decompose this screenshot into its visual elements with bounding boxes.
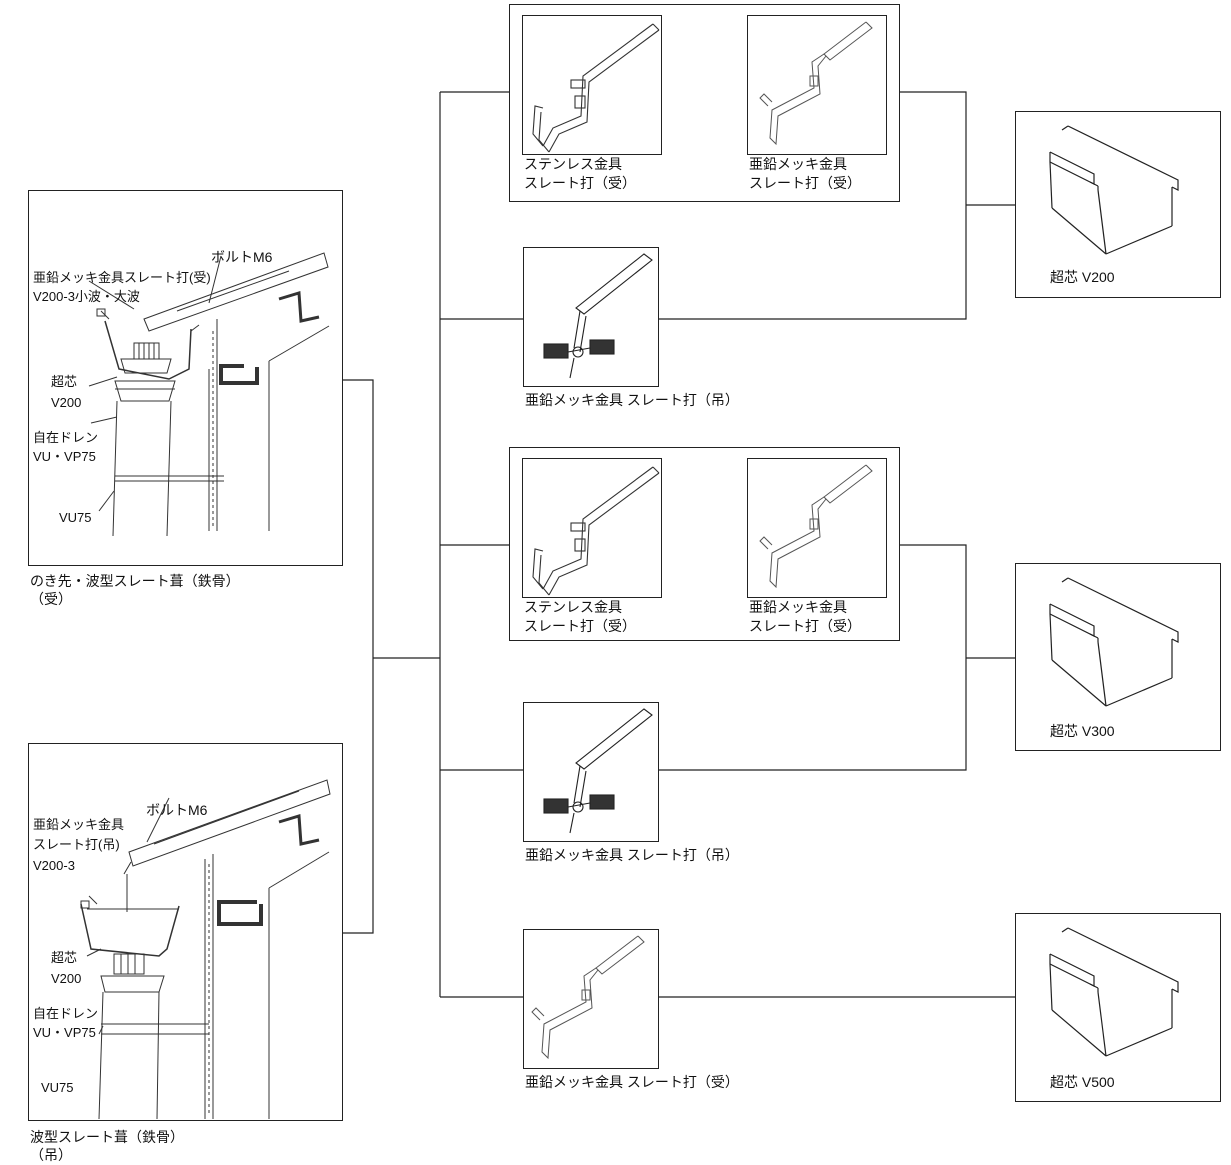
hang-bracket-icon [524, 703, 658, 841]
zinc-hang-label-2: 亜鉛メッキ金具 スレート打（吊） [525, 846, 739, 865]
install-diagram-receive: ボルトM6 亜鉛メッキ金具スレート打(受) V200-3小波・大波 超芯 V20… [28, 190, 343, 566]
zinc-receive-label-line2: スレート打（受） [749, 617, 861, 636]
gutter-label: 超芯 V500 [1050, 1073, 1115, 1092]
stainless-receive-bracket-image [522, 15, 662, 155]
zinc-bracket-icon [748, 459, 886, 597]
bracket-callout-line1: 亜鉛メッキ金具 [33, 816, 124, 833]
gutter-callout-line1: 超芯 [51, 373, 77, 390]
gutter-v200: 超芯 V200 [1015, 111, 1221, 298]
drain-callout-line2: VU・VP75 [33, 1024, 96, 1041]
stainless-bracket-icon [523, 459, 661, 597]
gutter-label: 超芯 V200 [1050, 268, 1115, 287]
stainless-receive-label-line1: ステンレス金具 [524, 155, 622, 174]
zinc-receive-single-label: 亜鉛メッキ金具 スレート打（受） [525, 1073, 739, 1092]
stainless-bracket-icon [523, 16, 661, 154]
bracket-group-receive-1: ステンレス金具 スレート打（受） 亜鉛メッキ金具 スレート打（受） [509, 4, 900, 202]
zinc-receive-label-line1: 亜鉛メッキ金具 [749, 155, 847, 174]
bracket-callout-line2: V200-3小波・大波 [33, 288, 140, 305]
install-receive-caption-line2: （受） [30, 590, 72, 609]
install-hang-drawing [29, 744, 342, 1120]
drain-callout-line1: 自在ドレン [33, 1005, 98, 1022]
stainless-receive-bracket-image [522, 458, 662, 598]
drain-callout-line2: VU・VP75 [33, 448, 96, 465]
zinc-receive-bracket-image [747, 15, 887, 155]
bolt-callout: ボルトM6 [146, 802, 207, 819]
bracket-group-receive-2: ステンレス金具 スレート打（受） 亜鉛メッキ金具 スレート打（受） [509, 447, 900, 641]
bracket-callout-line3: V200-3 [33, 857, 75, 874]
zinc-receive-bracket-image [747, 458, 887, 598]
bolt-callout: ボルトM6 [211, 249, 272, 266]
pipe-callout: VU75 [41, 1079, 74, 1096]
zinc-bracket-icon [524, 930, 658, 1068]
stainless-receive-label-line1: ステンレス金具 [524, 598, 622, 617]
gutter-callout-line1: 超芯 [51, 949, 77, 966]
gutter-callout-line2: V200 [51, 970, 81, 987]
gutter-v300: 超芯 V300 [1015, 563, 1221, 751]
bracket-callout-line2: スレート打(吊) [33, 836, 120, 853]
zinc-bracket-icon [748, 16, 886, 154]
pipe-callout: VU75 [59, 509, 92, 526]
gutter-label: 超芯 V300 [1050, 722, 1115, 741]
zinc-receive-label-line1: 亜鉛メッキ金具 [749, 598, 847, 617]
zinc-hang-bracket-image-1 [523, 247, 659, 387]
bracket-callout-line1: 亜鉛メッキ金具スレート打(受) [33, 269, 211, 286]
gutter-icon [1016, 112, 1220, 297]
install-diagram-hang: ボルトM6 亜鉛メッキ金具 スレート打(吊) V200-3 超芯 V200 自在… [28, 743, 343, 1121]
gutter-icon [1016, 564, 1220, 750]
zinc-hang-bracket-image-2 [523, 702, 659, 842]
drain-callout-line1: 自在ドレン [33, 429, 98, 446]
stainless-receive-label-line2: スレート打（受） [524, 617, 636, 636]
install-receive-caption-line1: のき先・波型スレート葺（鉄骨） [30, 572, 240, 591]
stainless-receive-label-line2: スレート打（受） [524, 174, 636, 193]
gutter-icon [1016, 914, 1220, 1101]
gutter-v500: 超芯 V500 [1015, 913, 1221, 1102]
install-hang-caption-line1: 波型スレート葺（鉄骨） [30, 1128, 184, 1147]
zinc-receive-label-line2: スレート打（受） [749, 174, 861, 193]
install-hang-caption-line2: （吊） [30, 1146, 72, 1165]
gutter-callout-line2: V200 [51, 394, 81, 411]
zinc-hang-label-1: 亜鉛メッキ金具 スレート打（吊） [525, 391, 739, 410]
zinc-receive-bracket-single-image [523, 929, 659, 1069]
hang-bracket-icon [524, 248, 658, 386]
